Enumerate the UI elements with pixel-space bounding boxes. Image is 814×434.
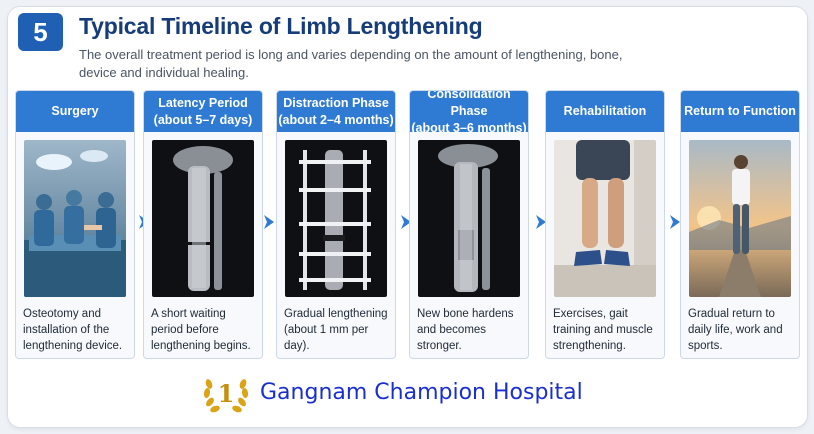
laurel-wreath-icon: 1 — [200, 368, 252, 420]
stage-header: Surgery — [16, 91, 134, 132]
stage-title: Consolidation Phase — [427, 90, 511, 118]
page-title: Typical Timeline of Limb Lengthening — [79, 13, 483, 39]
stage-description: Gradual return to daily life, work and s… — [688, 308, 783, 352]
stage-return-to-function: Return to Function Gradual return to dai… — [680, 90, 800, 359]
stage-consolidation-phase: Consolidation Phase (about 3–6 months) N… — [409, 90, 529, 359]
surgery-photo — [24, 140, 126, 297]
hospital-logo: 1 Gangnam Champion Hospital — [200, 368, 620, 420]
right-arrow-icon — [534, 213, 548, 231]
stage-latency-period: Latency Period (about 5–7 days) A short … — [143, 90, 263, 359]
stage-description: New bone hardens and becomes stronger. — [417, 308, 514, 352]
stage-header: Return to Function — [681, 91, 799, 132]
distraction-xray-image — [285, 140, 387, 297]
consolidation-xray-image — [418, 140, 520, 297]
right-arrow-icon — [668, 213, 682, 231]
rehabilitation-photo — [554, 140, 656, 297]
stage-distraction-phase: Distraction Phase (about 2–4 months) Gra… — [276, 90, 396, 359]
stage-description: Exercises, gait training and muscle stre… — [553, 308, 653, 352]
stage-header: Rehabilitation — [546, 91, 664, 132]
stage-title: Return to Function — [684, 104, 796, 118]
logo-numeral: 1 — [218, 379, 235, 408]
stage-duration: (about 3–6 months) — [411, 121, 527, 135]
stage-description: Gradual lengthening (about 1 mm per day)… — [284, 308, 388, 352]
stage-title: Distraction Phase — [283, 95, 389, 110]
stage-surgery: Surgery Osteotomy and installation of th… — [15, 90, 135, 359]
stage-title: Rehabilitation — [563, 104, 647, 118]
latency-xray-image — [152, 140, 254, 297]
right-arrow-icon — [399, 213, 413, 231]
stage-title: Surgery — [51, 104, 99, 118]
stage-rehabilitation: Rehabilitation Exercises, gait training … — [545, 90, 665, 359]
page-subtitle: The overall treatment period is long and… — [79, 47, 623, 80]
stage-header: Latency Period (about 5–7 days) — [144, 91, 262, 132]
step-number-badge: 5 — [18, 13, 63, 51]
stage-duration: (about 2–4 months) — [278, 112, 394, 127]
stage-duration: (about 5–7 days) — [153, 112, 253, 127]
stage-description: A short waiting period before lengthenin… — [151, 308, 251, 352]
stage-header: Consolidation Phase (about 3–6 months) — [410, 90, 528, 135]
return-to-function-photo — [689, 140, 791, 297]
stage-header: Distraction Phase (about 2–4 months) — [277, 91, 395, 132]
stage-title: Latency Period — [158, 95, 248, 110]
hospital-name: Gangnam Champion Hospital — [260, 380, 583, 405]
right-arrow-icon — [262, 213, 276, 231]
stage-description: Osteotomy and installation of the length… — [23, 308, 123, 352]
